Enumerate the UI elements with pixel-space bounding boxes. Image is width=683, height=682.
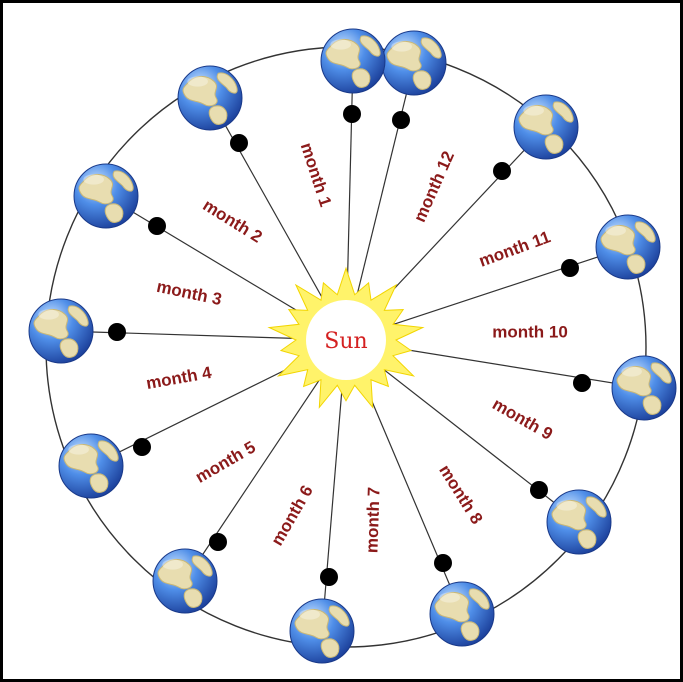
month-8-dot: [434, 554, 452, 572]
month-11-dot: [561, 259, 579, 277]
sun-label: Sun: [324, 329, 367, 354]
month-11-earth-icon: [596, 215, 660, 279]
month-12-dot: [493, 162, 511, 180]
month-5-earth-icon: [59, 434, 123, 498]
month-6-earth-icon: [153, 549, 217, 613]
month-3-earth-icon: [74, 164, 138, 228]
extra-dot: [392, 111, 410, 129]
month-4-dot: [108, 323, 126, 341]
month-2-earth-icon: [178, 66, 242, 130]
month-10-dot: [573, 374, 591, 392]
month-12-earth-icon: [514, 95, 578, 159]
month-10-label: month 10: [492, 322, 568, 341]
month-8-earth-icon: [430, 582, 494, 646]
month-9-dot: [530, 481, 548, 499]
month-6-dot: [209, 533, 227, 551]
month-9-earth-icon: [547, 490, 611, 554]
month-10-earth-icon: [612, 356, 676, 420]
month-4-earth-icon: [29, 299, 93, 363]
month-1-earth-icon: [321, 29, 385, 93]
month-7-label: month 7: [362, 487, 383, 554]
month-2-dot: [230, 134, 248, 152]
month-3-dot: [148, 217, 166, 235]
month-7-dot: [320, 568, 338, 586]
month-1-dot: [343, 105, 361, 123]
month-7-earth-icon: [290, 599, 354, 663]
extra-earth-icon: [382, 31, 446, 95]
month-5-dot: [133, 438, 151, 456]
